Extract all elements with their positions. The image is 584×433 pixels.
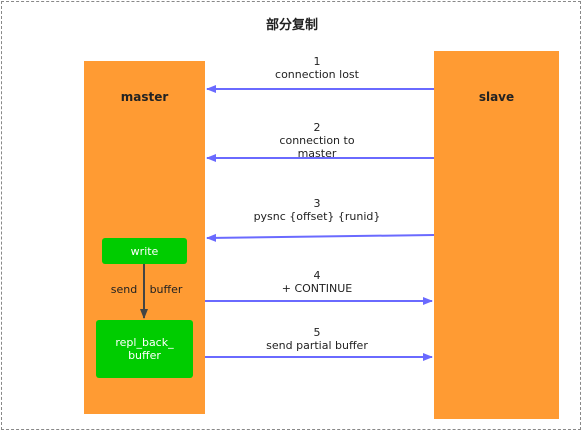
- step-3-number: 3: [313, 197, 321, 210]
- step-2-text-2: master: [297, 147, 337, 160]
- step-2-number: 2: [313, 121, 321, 134]
- step-5-label: 5 send partial buffer: [234, 326, 400, 352]
- master-label: master: [120, 90, 169, 104]
- step-2-label: 2 connection to master: [234, 121, 400, 160]
- step-1-label: 1 connection lost: [234, 55, 400, 81]
- step-4-number: 4: [313, 269, 321, 282]
- step-4-text: + CONTINUE: [281, 282, 353, 295]
- step-5-text: send partial buffer: [266, 339, 368, 352]
- repl-box-line1: repl_back_: [115, 336, 174, 349]
- step-5-number: 5: [313, 326, 321, 339]
- arrow-step-3: [206, 233, 435, 242]
- step-3-label: 3 pysnc {offset} {runid}: [234, 197, 400, 223]
- step-3-text: pysnc {offset} {runid}: [253, 210, 381, 223]
- diagram-title: 部分复制: [265, 18, 318, 33]
- write-label: write: [130, 244, 159, 258]
- slave-label: slave: [478, 90, 515, 104]
- repl-box-line2: buffer: [128, 349, 161, 362]
- step-1-text: connection lost: [275, 68, 359, 81]
- write-box: write: [102, 238, 187, 264]
- step-2-text-1: connection to: [279, 134, 355, 147]
- repl-back-buffer-box: repl_back_ buffer: [96, 320, 193, 378]
- step-1-number: 1: [313, 55, 321, 68]
- step-4-label: 4 + CONTINUE: [234, 269, 400, 295]
- slave-box: slave: [434, 51, 559, 419]
- buffer-label: buffer: [149, 283, 183, 296]
- send-label: send: [110, 283, 138, 296]
